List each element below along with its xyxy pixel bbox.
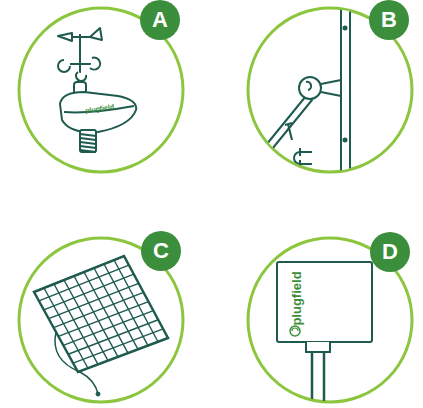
badge-letter: B — [381, 9, 397, 31]
weather-station — [58, 28, 136, 152]
letter-badge: C — [141, 231, 181, 271]
letter-badge: A — [140, 0, 180, 40]
solar-panel — [34, 256, 168, 396]
brand-label: plugfield — [288, 271, 303, 325]
badge-letter: A — [152, 9, 168, 31]
letter-badge: D — [370, 232, 410, 272]
logger-box — [277, 262, 372, 408]
badge-letter: C — [153, 240, 169, 262]
pole-mount — [262, 0, 350, 190]
frame-circle — [248, 238, 412, 402]
letter-badge: B — [369, 0, 409, 40]
badge-letter: D — [382, 241, 398, 263]
